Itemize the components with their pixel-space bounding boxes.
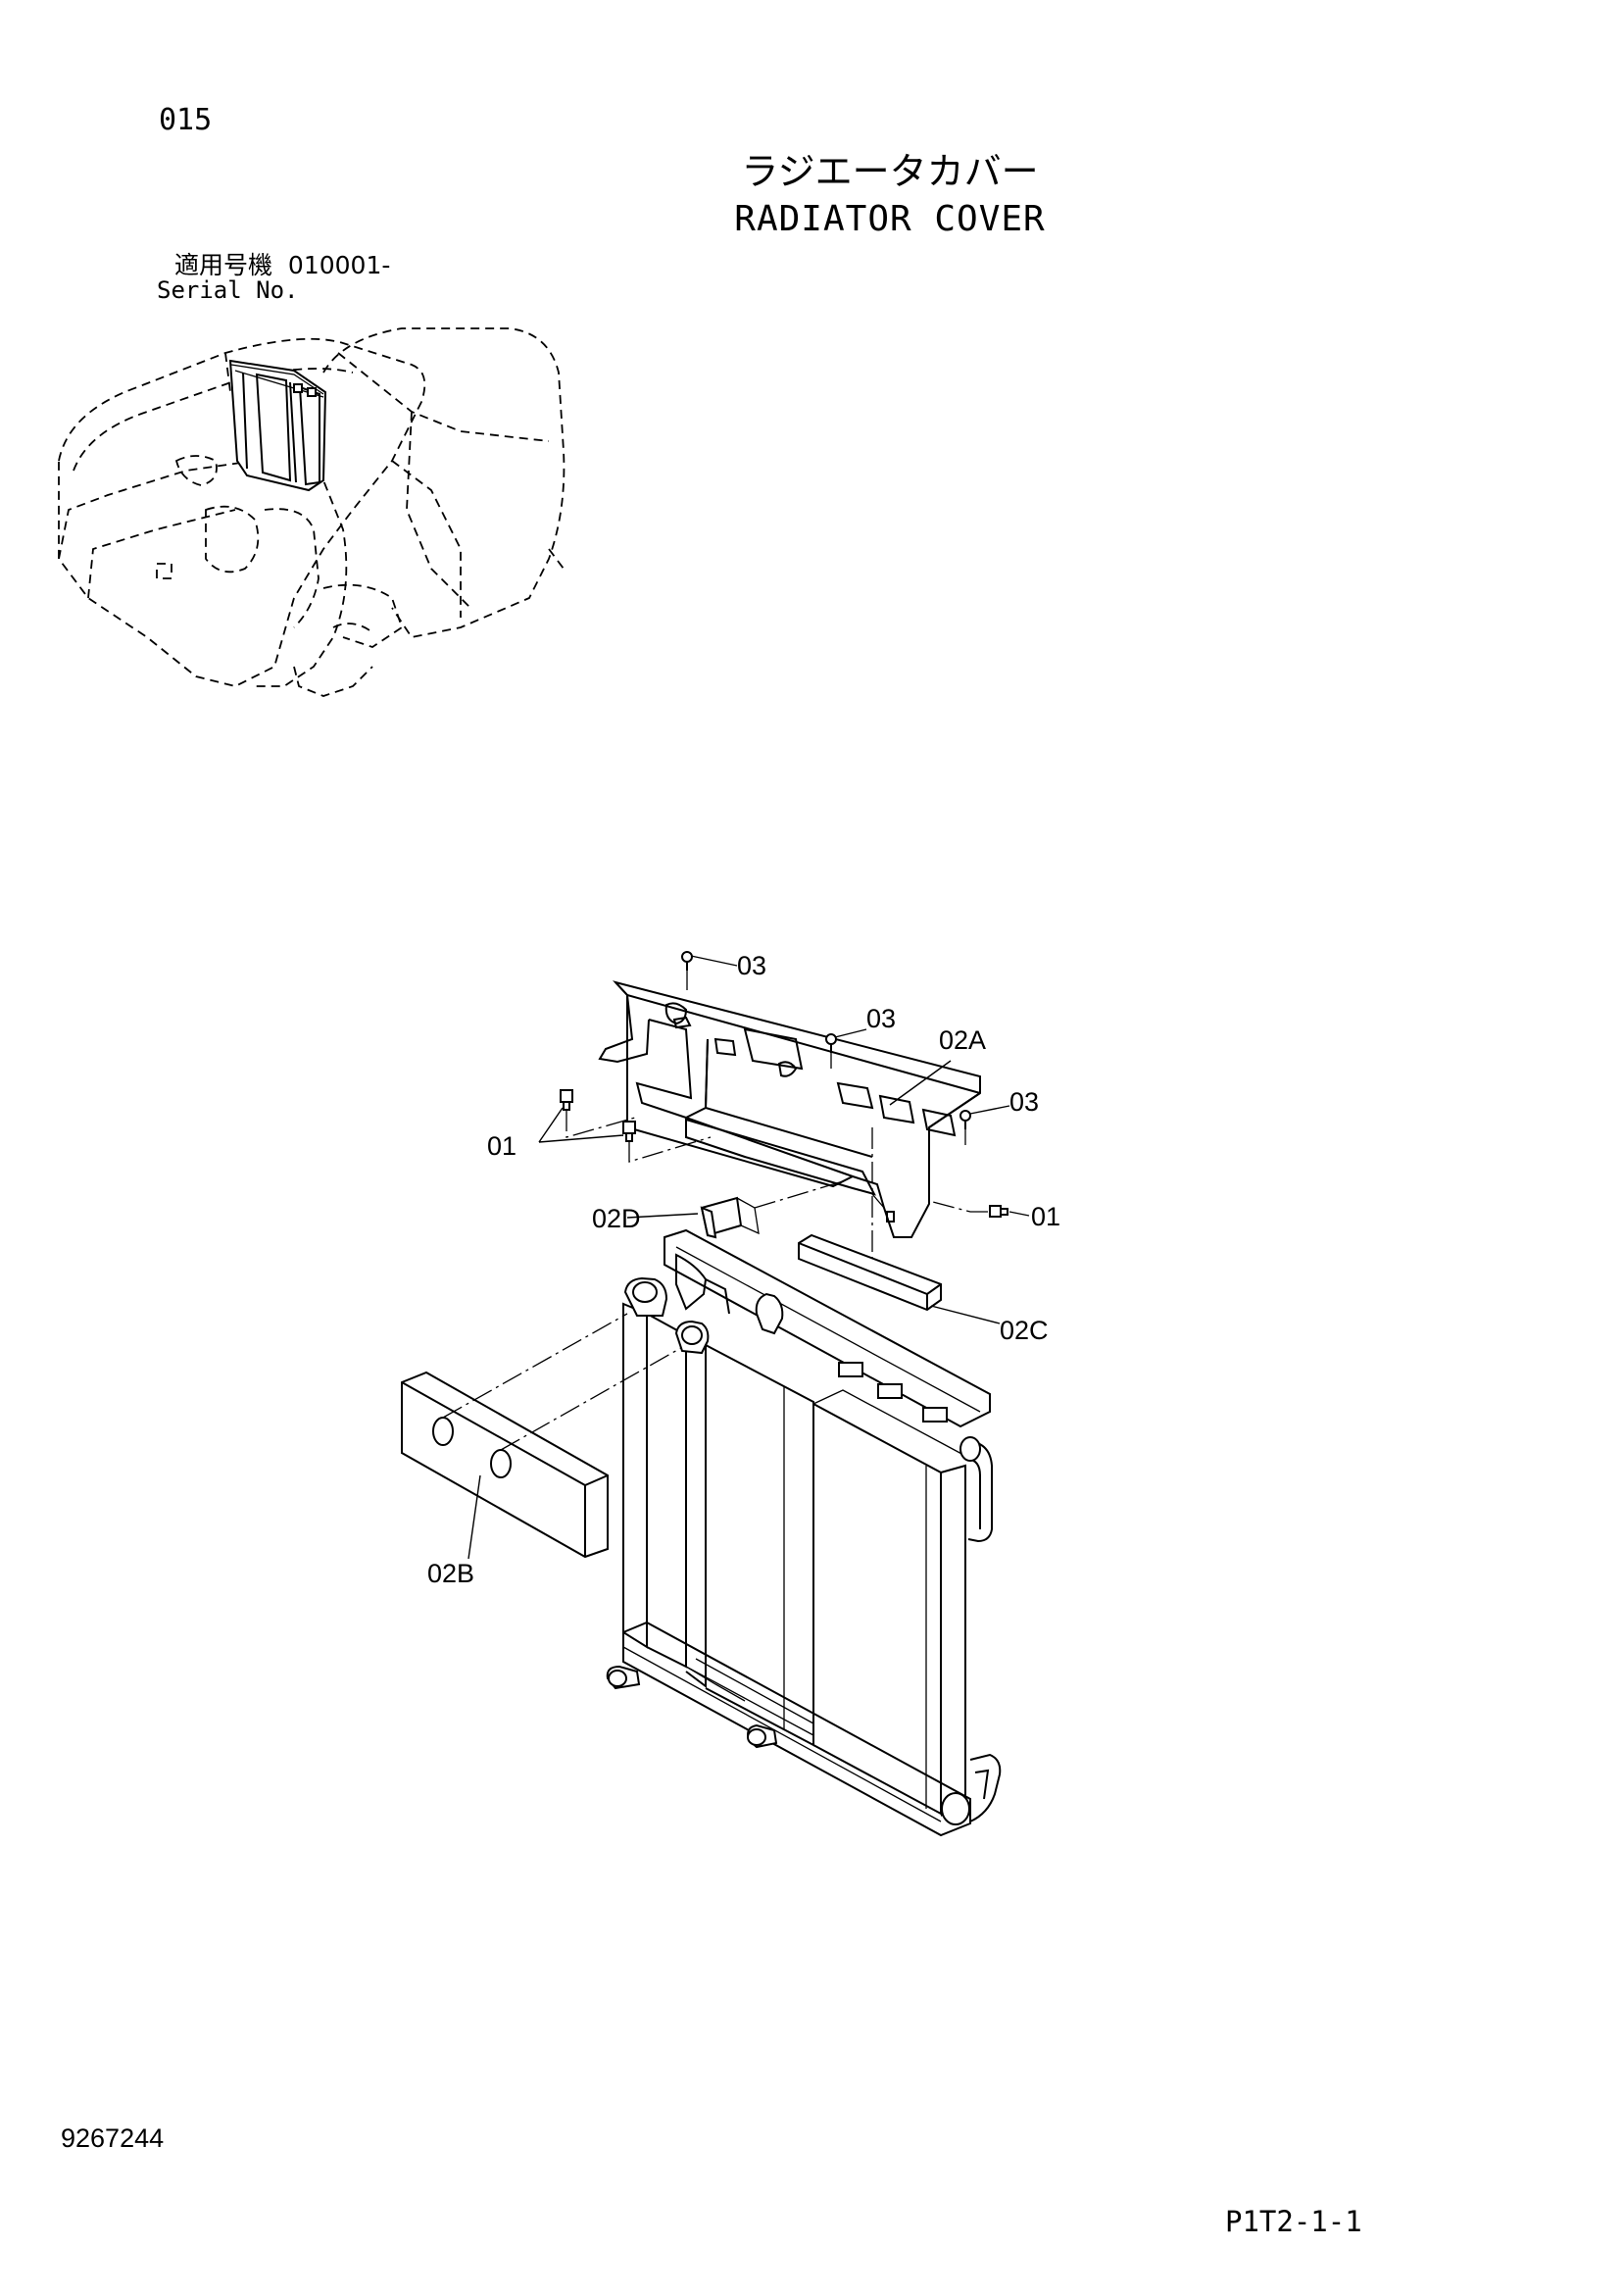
bolt-01-left-lower <box>622 1121 636 1142</box>
page-code: P1T2-1-1 <box>1225 2205 1362 2238</box>
serial-label-english: Serial No. <box>157 276 299 304</box>
label-02d: 02D <box>592 1204 641 1233</box>
label-03-top: 03 <box>737 951 766 980</box>
label-02c: 02C <box>1000 1316 1049 1345</box>
label-01-right: 01 <box>1031 1202 1060 1231</box>
page-number: 015 <box>159 103 213 137</box>
screw-03-top <box>681 951 693 971</box>
seal-strip-02c <box>798 1233 942 1312</box>
seal-pad-02b <box>401 1371 609 1559</box>
radiator-cover-exploded-view: 03 03 03 02A 01 01 02D 02C 02B <box>401 951 1060 1837</box>
page-title-japanese: ラジエータカバー <box>741 150 1039 193</box>
serial-range: 010001- <box>287 251 391 279</box>
serial-applicability: 適用号機 010001- <box>174 253 390 277</box>
label-01-left: 01 <box>487 1131 516 1161</box>
screw-03-middle <box>825 1033 837 1053</box>
bolt-01-left-upper <box>560 1089 573 1111</box>
document-number: 9267244 <box>61 2123 165 2153</box>
serial-label-japanese: 適用号機 <box>174 251 273 279</box>
machine-overview-illustration <box>58 327 566 697</box>
screw-03-right <box>959 1110 971 1129</box>
label-02b: 02B <box>427 1559 474 1588</box>
top-cover-plate <box>598 980 981 1238</box>
label-03-middle: 03 <box>866 1004 896 1033</box>
page-title-english: RADIATOR COVER <box>734 199 1046 239</box>
radiator-cover-highlight <box>228 359 327 492</box>
label-02a: 02A <box>939 1025 986 1055</box>
part-labels: 03 03 03 02A 01 01 02D 02C 02B <box>427 951 1060 1588</box>
leader-lines <box>467 955 1030 1560</box>
bolt-01-right <box>989 1205 1008 1218</box>
seal-block-02d <box>700 1196 760 1239</box>
label-03-right: 03 <box>1009 1087 1039 1117</box>
radiator-assembly <box>606 1228 1002 1837</box>
